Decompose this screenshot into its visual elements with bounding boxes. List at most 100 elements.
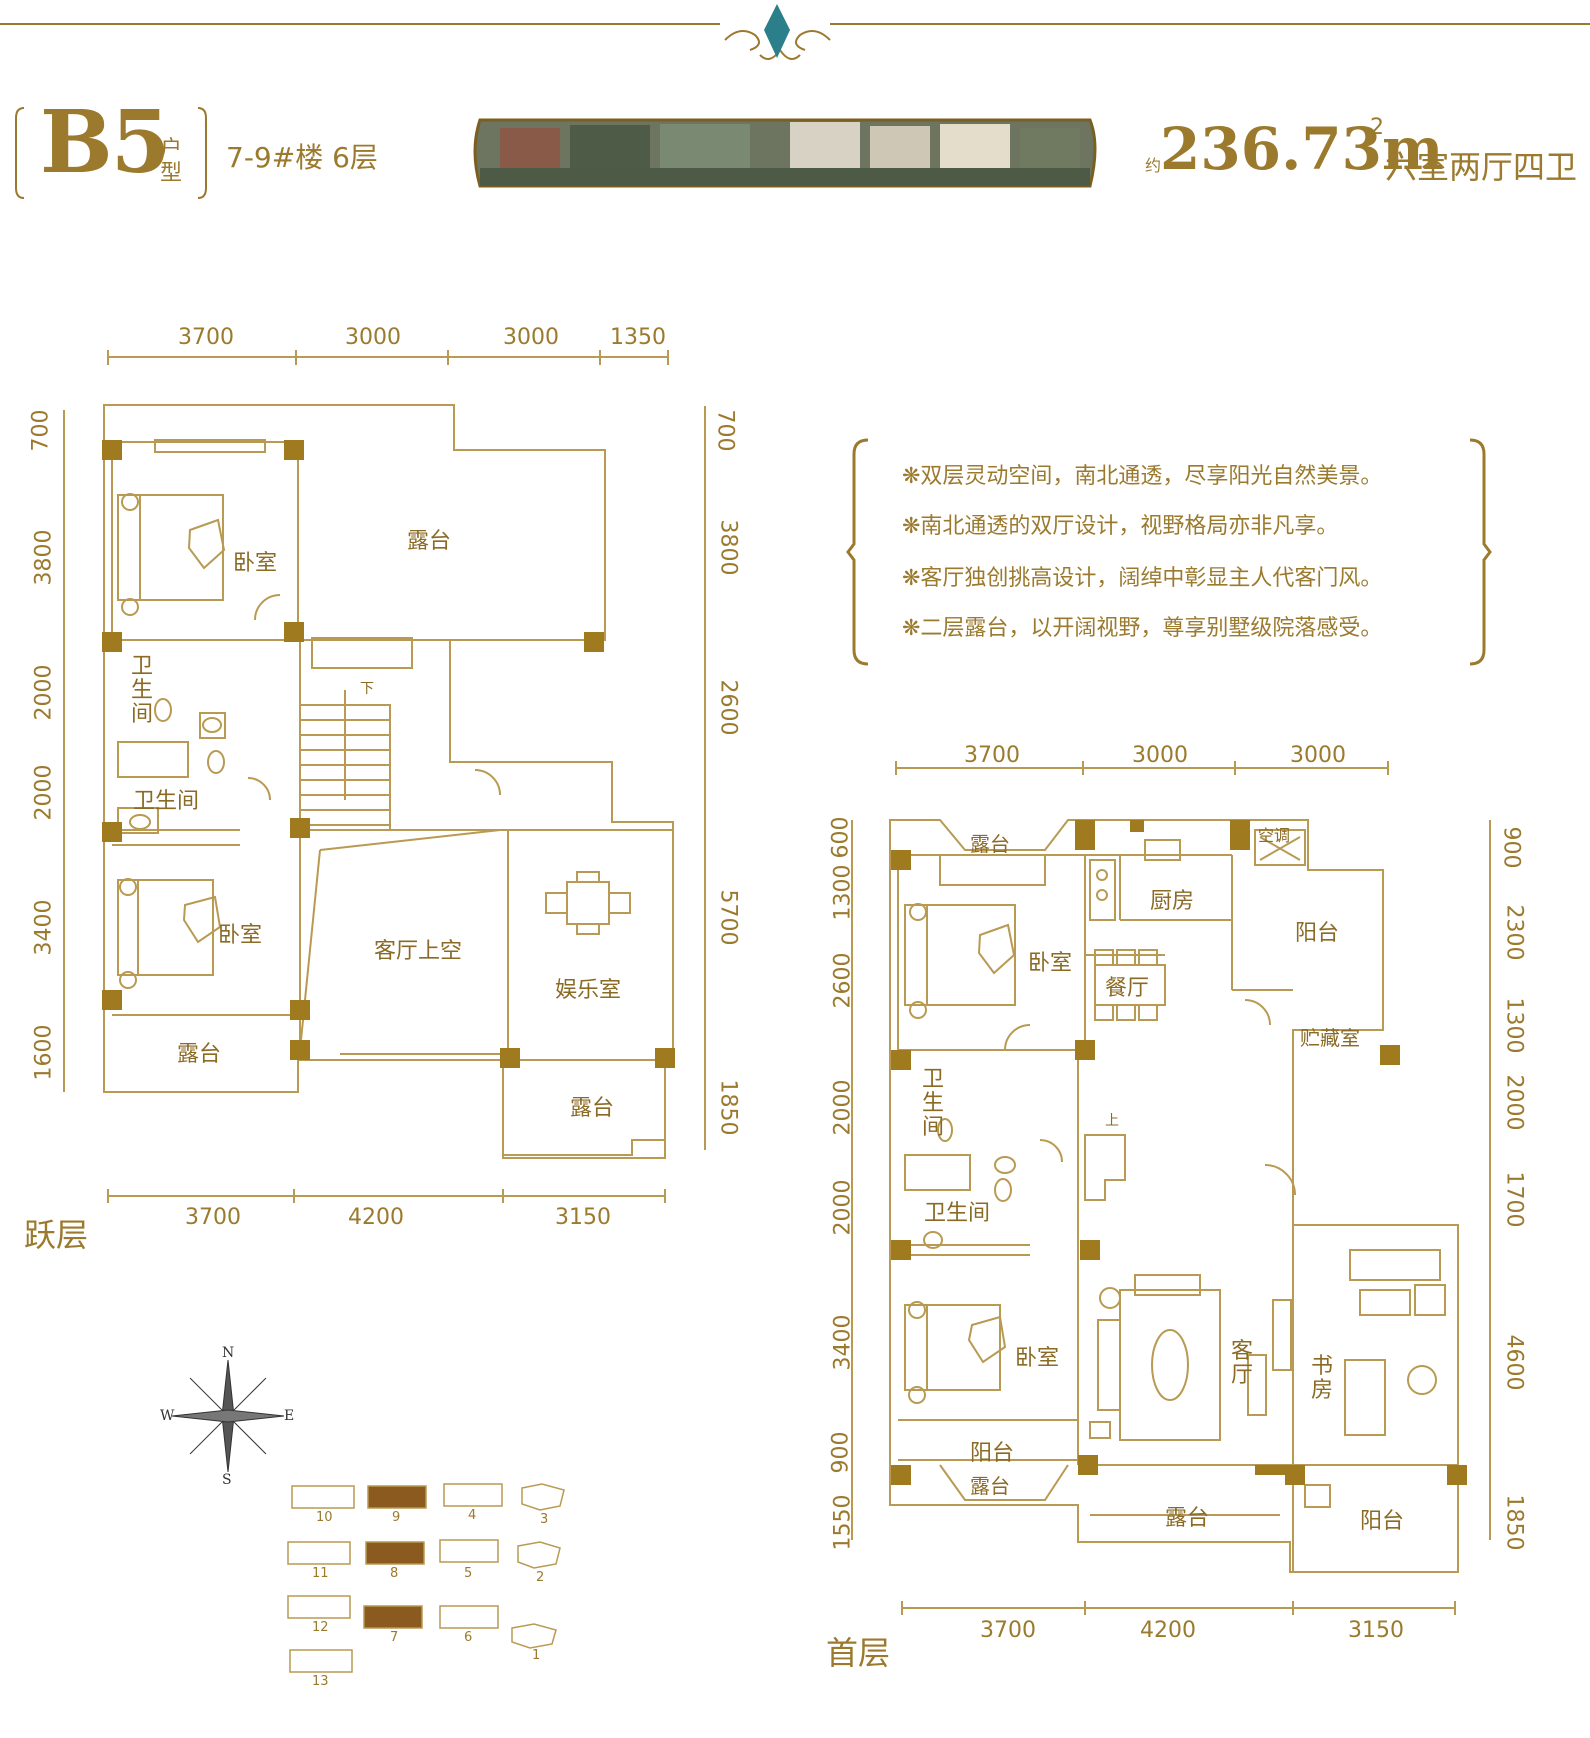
feature-item: ❋双层灵动空间，南北通透，尽享阳光自然美景。 xyxy=(902,464,1383,489)
room-label: 卧室 xyxy=(1015,1346,1060,1371)
feature-item: ❋客厅独创挑高设计，阔绰中彰显主人代客门风。 xyxy=(902,566,1383,591)
dim-label: 1850 xyxy=(1501,1494,1527,1551)
building-number: 5 xyxy=(464,1566,473,1581)
dim-label: 3000 xyxy=(1290,743,1346,768)
layout-summary: 六室两厅四卫 xyxy=(1385,148,1578,186)
ground-floor-label: 首层 xyxy=(826,1634,891,1672)
room-label: 阳台 xyxy=(1295,921,1340,946)
upper-floor-plan xyxy=(63,350,706,1203)
dim-label: 3800 xyxy=(715,519,741,576)
building-number: 10 xyxy=(316,1510,333,1525)
building-number: 9 xyxy=(392,1510,401,1525)
feature-item: ❋二层露台，以开阔视野，尊享别墅级院落感受。 xyxy=(902,616,1383,641)
dim-label: 2000 xyxy=(1501,1074,1527,1131)
dim-label: 1350 xyxy=(610,325,666,350)
dim-label: 900 xyxy=(1498,826,1524,869)
banner-photo xyxy=(473,118,1097,188)
building-number: 13 xyxy=(312,1674,329,1689)
dim-label: 600 xyxy=(828,816,854,859)
area-prefix: 约 xyxy=(1145,156,1162,175)
room-label: 卫生间 xyxy=(133,789,200,814)
room-label: 餐厅 xyxy=(1105,976,1150,1001)
room-label: 卫生间 xyxy=(130,654,153,727)
dim-label: 3000 xyxy=(345,325,401,350)
compass-rose-icon xyxy=(171,1359,285,1473)
dim-label: 3150 xyxy=(1348,1618,1404,1643)
building-floor-label: 7-9#楼 6层 xyxy=(226,141,378,174)
room-label: 阳台 xyxy=(1360,1509,1405,1534)
building-number: 4 xyxy=(468,1508,477,1523)
dim-label: 2000 xyxy=(31,764,57,821)
feature-item: ❋南北通透的双厅设计，视野格局亦非凡享。 xyxy=(902,514,1339,539)
dim-label: 3000 xyxy=(503,325,559,350)
area-value: 236.73m xyxy=(1160,115,1444,183)
dim-label: 2000 xyxy=(31,664,57,721)
stair-up-label: 上 xyxy=(1105,1113,1119,1129)
room-label: 卫生间 xyxy=(924,1201,991,1226)
dim-label: 3700 xyxy=(178,325,234,350)
dim-label: 2600 xyxy=(715,679,741,736)
building-number: 3 xyxy=(540,1512,549,1527)
dim-label: 3000 xyxy=(1132,743,1188,768)
upper-floor-label: 跃层 xyxy=(24,1216,89,1254)
site-plan xyxy=(287,1483,565,1673)
building-number: 6 xyxy=(464,1630,473,1645)
dim-label: 4200 xyxy=(1140,1618,1196,1643)
dim-label: 700 xyxy=(712,409,738,452)
dim-label: 2300 xyxy=(1501,904,1527,961)
dim-label: 700 xyxy=(28,409,54,452)
room-label: 露台 xyxy=(177,1042,222,1067)
dim-label: 1550 xyxy=(830,1494,856,1551)
room-label: 客厅上空 xyxy=(374,939,463,964)
room-label: 露台 xyxy=(970,832,1010,856)
room-label: 娱乐室 xyxy=(555,978,622,1003)
dim-label: 2600 xyxy=(830,952,856,1009)
dim-label: 1300 xyxy=(830,864,856,921)
dim-label: 4200 xyxy=(348,1205,404,1230)
area-superscript: 2 xyxy=(1370,115,1384,140)
dim-label: 1600 xyxy=(31,1024,57,1081)
compass-north: N xyxy=(222,1345,235,1361)
building-number: 2 xyxy=(536,1570,545,1585)
room-label: 书房 xyxy=(1310,1354,1333,1403)
room-label: 卫生间 xyxy=(921,1067,944,1140)
stair-down-label: 下 xyxy=(360,681,374,697)
compass-east: E xyxy=(284,1408,295,1424)
top-ornament xyxy=(0,23,1590,60)
dim-label: 1300 xyxy=(1501,997,1527,1054)
unit-type-title: B5 xyxy=(40,92,171,193)
room-label: 卧室 xyxy=(233,551,278,576)
ground-columns xyxy=(891,820,1467,1485)
room-label: 露台 xyxy=(1165,1506,1210,1531)
room-label: 露台 xyxy=(570,1096,615,1121)
teal-ornament-icon xyxy=(764,4,790,58)
dim-label: 3150 xyxy=(555,1205,611,1230)
room-label: 露台 xyxy=(407,529,452,554)
dim-label: 900 xyxy=(828,1431,854,1474)
room-label: 露台 xyxy=(970,1474,1010,1498)
dim-label: 3800 xyxy=(31,529,57,586)
compass-west: W xyxy=(160,1408,175,1424)
room-label: 阳台 xyxy=(970,1441,1015,1466)
room-label: 空调 xyxy=(1258,826,1291,845)
dim-label: 3700 xyxy=(185,1205,241,1230)
room-label: 厨房 xyxy=(1150,889,1195,914)
dim-label: 5700 xyxy=(715,889,741,946)
upper-columns xyxy=(102,440,675,1068)
room-label: 卧室 xyxy=(1028,951,1073,976)
building-number: 12 xyxy=(312,1620,329,1635)
feature-brackets xyxy=(846,438,1492,666)
dim-label: 2000 xyxy=(830,1179,856,1236)
building-number: 7 xyxy=(390,1630,399,1645)
dim-label: 3400 xyxy=(830,1314,856,1371)
compass-south: S xyxy=(222,1472,232,1488)
dim-label: 1700 xyxy=(1501,1171,1527,1228)
dim-label: 2000 xyxy=(830,1079,856,1136)
building-number: 11 xyxy=(312,1566,329,1581)
building-number: 1 xyxy=(532,1648,541,1663)
room-label: 贮藏室 xyxy=(1300,1026,1360,1050)
dim-label: 3400 xyxy=(31,899,57,956)
room-label: 客厅 xyxy=(1230,1339,1253,1388)
building-number: 8 xyxy=(390,1566,399,1581)
